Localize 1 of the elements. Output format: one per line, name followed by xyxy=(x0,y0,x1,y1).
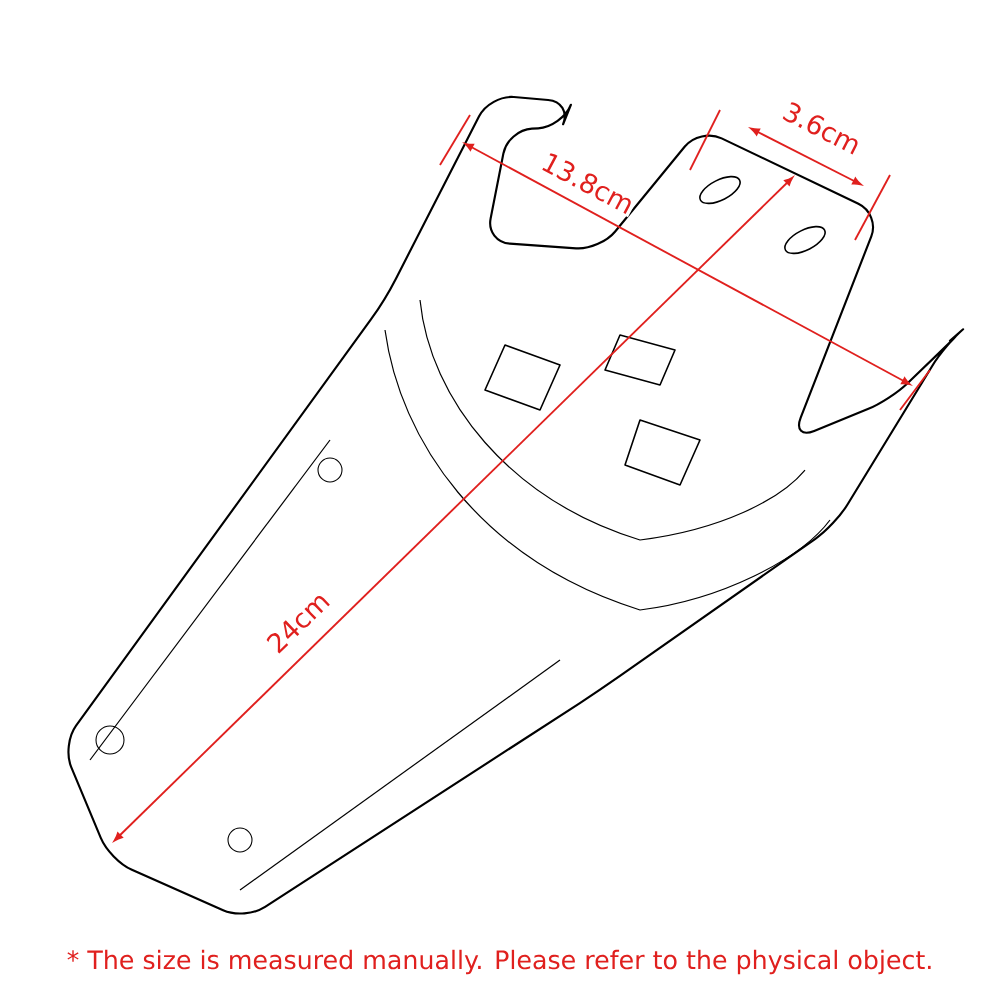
measurement-note: * The size is measured manually. Please refer to the physical object. xyxy=(65,948,935,976)
